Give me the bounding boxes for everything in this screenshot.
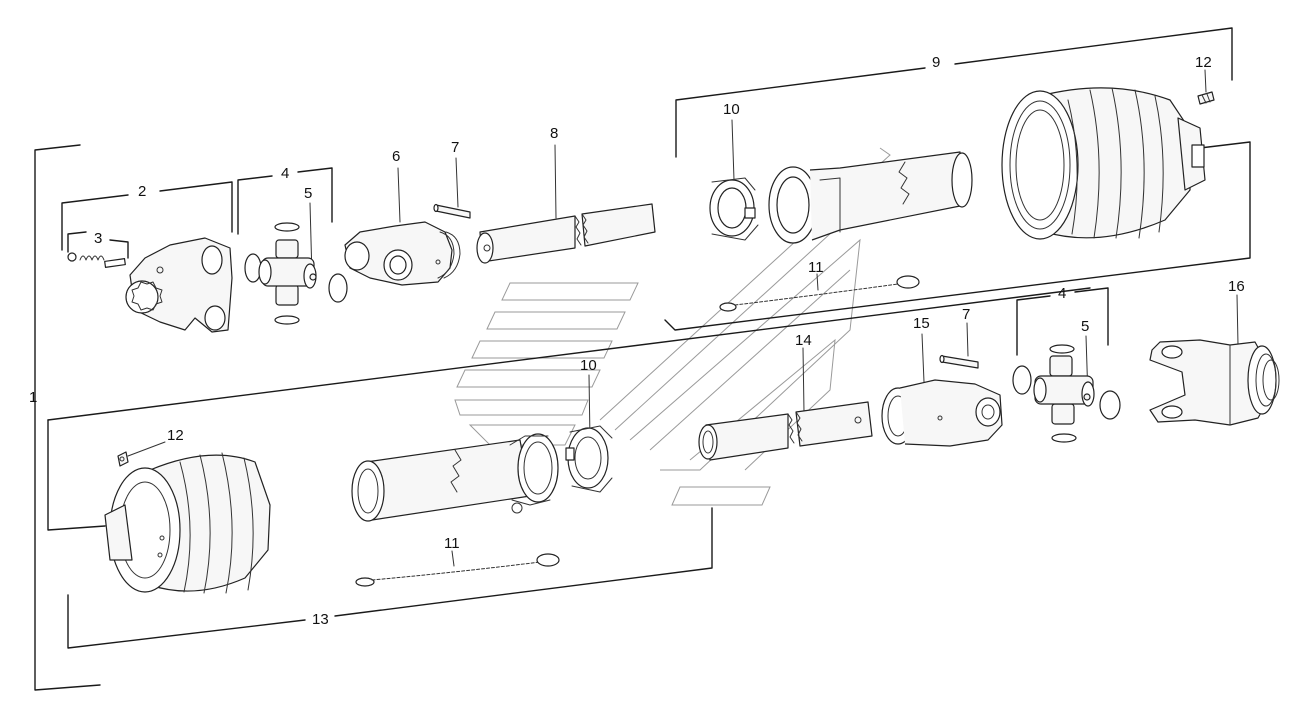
roll-pin-bottom	[939, 354, 979, 369]
label-12-bottom: 12	[167, 427, 184, 444]
safety-chain-top	[719, 275, 920, 312]
label-7-top: 7	[451, 139, 459, 156]
shield-bellows-top	[1001, 87, 1206, 240]
inner-yoke-top	[344, 221, 461, 286]
roll-pin-top	[433, 203, 471, 219]
inner-yoke-bottom	[881, 379, 1003, 447]
label-9: 9	[932, 54, 940, 71]
label-10-top: 10	[723, 101, 740, 118]
label-2: 2	[138, 183, 146, 200]
yoke-right	[1149, 339, 1280, 426]
outer-profile-tube	[698, 401, 873, 461]
yoke-left	[125, 237, 233, 333]
bolt-spring-washer	[67, 252, 126, 268]
bearing-ring-bottom	[565, 425, 613, 493]
inner-profile-tube	[476, 203, 656, 264]
label-4-bottom: 4	[1058, 285, 1066, 302]
label-6: 6	[392, 148, 400, 165]
screw-top	[1197, 91, 1215, 105]
bracket-lines	[34, 27, 1251, 691]
callout-labels: 1 2 3 4 5 6 7 8 9 10 11 12 4 5 7 10 11 1…	[29, 54, 1245, 628]
label-10-bottom: 10	[580, 357, 597, 374]
label-5-top: 5	[304, 185, 312, 202]
safety-chain-bottom	[355, 553, 560, 587]
screw-bottom	[117, 451, 129, 467]
label-4-top: 4	[281, 165, 289, 182]
bearing-ring-top	[709, 177, 759, 241]
outer-tube-bottom	[351, 433, 559, 522]
label-14: 14	[795, 332, 812, 349]
label-5-bottom: 5	[1081, 318, 1089, 335]
cross-journal-top	[244, 222, 348, 325]
label-12-top: 12	[1195, 54, 1212, 71]
cross-journal-bottom	[1012, 344, 1121, 443]
label-11-bottom: 11	[444, 535, 460, 552]
label-3: 3	[94, 230, 102, 247]
label-15: 15	[913, 315, 930, 332]
label-11-top: 11	[808, 259, 824, 276]
outer-tube-top	[768, 151, 973, 244]
label-16: 16	[1228, 278, 1245, 295]
label-1: 1	[29, 389, 37, 406]
label-8: 8	[550, 125, 558, 142]
label-7-bottom: 7	[962, 306, 970, 323]
label-13: 13	[312, 611, 329, 628]
shield-bellows-bottom	[104, 452, 271, 594]
